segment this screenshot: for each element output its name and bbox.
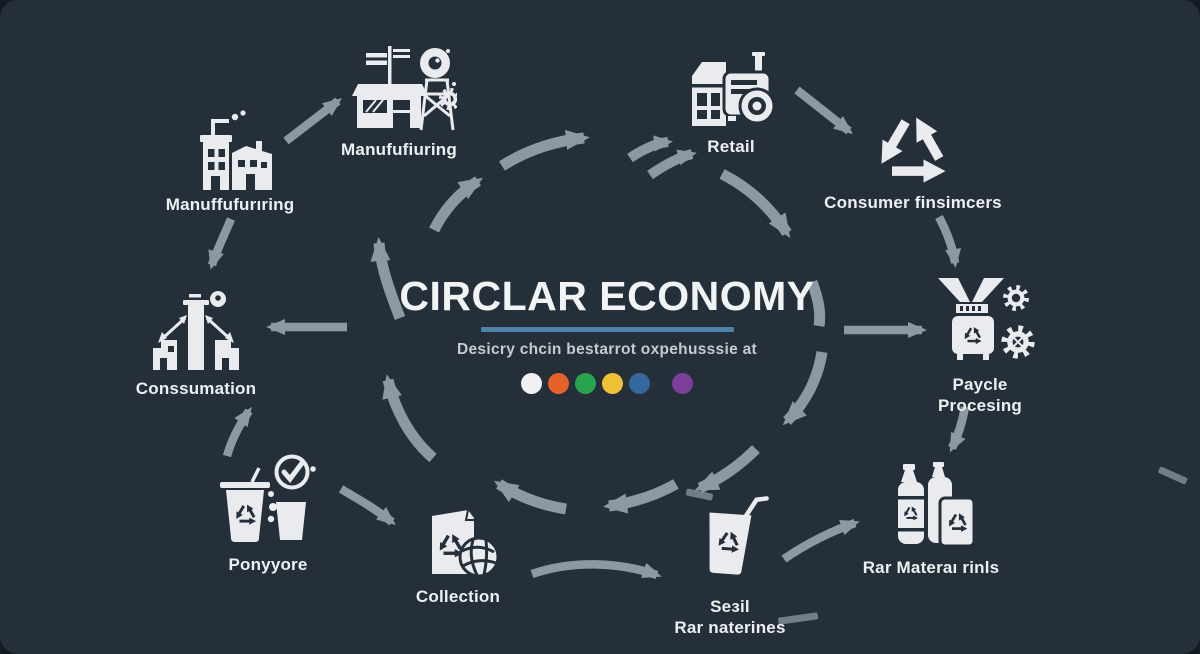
connector-arrow bbox=[222, 406, 253, 458]
node-label: Seзil bbox=[710, 597, 750, 616]
node-manufacturing-b: Manufufiuring bbox=[334, 42, 464, 160]
palette-dot-yellow bbox=[602, 373, 623, 395]
cycle-arrow bbox=[782, 351, 828, 426]
cycle-arrow bbox=[806, 280, 826, 327]
cycle-arrow bbox=[603, 479, 679, 514]
cycle-arrow bbox=[719, 169, 792, 239]
distribution-building-icon bbox=[153, 291, 239, 370]
connector-arrow bbox=[338, 485, 396, 526]
connector-arrow bbox=[781, 518, 860, 563]
node-reuse: Ponyyore bbox=[188, 452, 348, 575]
shredder-gears-icon bbox=[938, 278, 1036, 360]
palette-dot-green bbox=[575, 373, 596, 395]
node-consumer: Consumer finsimcers bbox=[818, 106, 1008, 213]
palette-dot-white bbox=[521, 373, 542, 395]
node-recycle-processing: Paycle Procesing bbox=[905, 272, 1055, 415]
debris-decoration bbox=[685, 466, 1188, 625]
inner-cycle-arrows bbox=[370, 129, 828, 515]
node-manufacturing-a: Manuffufurıring bbox=[132, 108, 328, 215]
connector-arrows bbox=[207, 86, 970, 580]
palette-dot-purple bbox=[672, 373, 693, 395]
connector-arrow bbox=[207, 217, 235, 270]
cycle-arrow bbox=[499, 129, 590, 171]
palette-dot-blue bbox=[629, 373, 650, 395]
node-label: Collection bbox=[415, 587, 501, 606]
node-raw-materials: Rar Materaı rinls bbox=[841, 460, 1021, 578]
node-label: Procesing bbox=[938, 395, 1022, 415]
node-label: Conssumation bbox=[135, 379, 257, 398]
connector-arrow bbox=[530, 560, 662, 580]
node-retail: Retail bbox=[666, 46, 796, 157]
bottles-recycle-icon bbox=[898, 462, 976, 548]
carton-register-icon bbox=[692, 52, 776, 126]
cycle-arrow bbox=[627, 135, 673, 163]
connector-arrow bbox=[948, 406, 970, 453]
node-label: Manufufiuring bbox=[341, 140, 457, 159]
cups-check-icon bbox=[220, 454, 316, 542]
cycle-arrow bbox=[382, 374, 437, 463]
node-sorting: Seзil Rar naterines bbox=[645, 494, 815, 637]
connector-arrow bbox=[283, 97, 342, 145]
workshop-tower-gear-icon bbox=[351, 46, 457, 131]
cycle-arrow bbox=[493, 479, 567, 515]
connector-arrow bbox=[935, 215, 962, 268]
cycle-arrow bbox=[370, 237, 406, 320]
cycle-arrow bbox=[429, 176, 484, 233]
title-underline bbox=[480, 327, 734, 333]
bag-ball-recycle-icon bbox=[432, 509, 500, 578]
page-title: CIRCLAR ECONOMY bbox=[399, 273, 815, 319]
node-label: Manuffufurıring bbox=[165, 195, 295, 214]
node-label: Rar Materaı rinls bbox=[862, 558, 1000, 577]
connector-arrow bbox=[794, 86, 853, 135]
recycle-arrows-icon bbox=[868, 106, 958, 190]
bin-straw-recycle-icon bbox=[709, 496, 769, 575]
node-label: Paycle bbox=[952, 375, 1008, 394]
cycle-arrow bbox=[694, 445, 760, 494]
subtitle: Desicry chcin bestarrot oxpehusssie at bbox=[457, 341, 757, 359]
node-label: Rar naterines bbox=[674, 617, 786, 637]
node-label: Consumer finsimcers bbox=[824, 193, 1002, 212]
factory-icon bbox=[200, 110, 272, 190]
color-palette-dots bbox=[307, 373, 907, 395]
center-block: CIRCLAR ECONOMY Desicry chcin bestarrot … bbox=[307, 273, 907, 395]
cycle-arrow bbox=[647, 149, 697, 180]
node-consumption: Conssumation bbox=[106, 288, 286, 399]
node-label: Ponyyore bbox=[228, 555, 308, 574]
node-collection: Collection bbox=[383, 494, 533, 607]
node-label: Retail bbox=[707, 137, 755, 156]
palette-dot-orange bbox=[548, 373, 569, 395]
